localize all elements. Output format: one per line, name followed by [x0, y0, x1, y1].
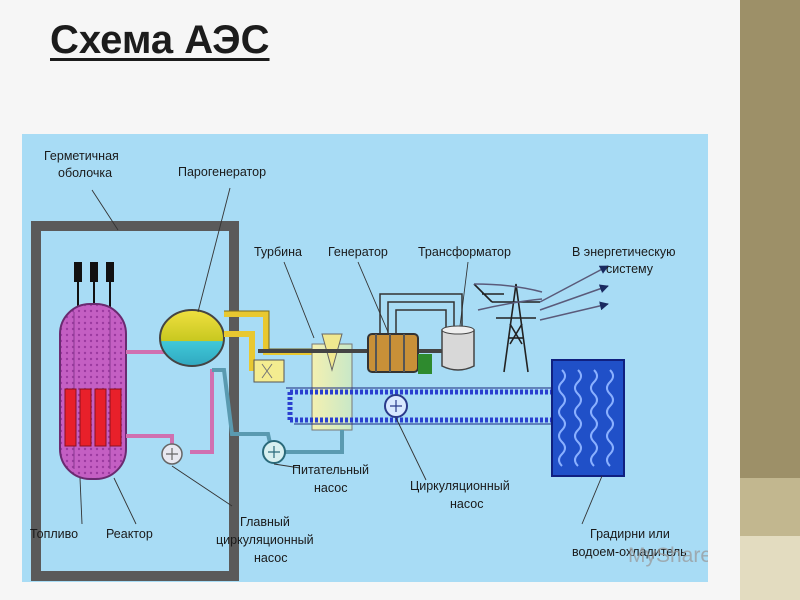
npp-diagram: Герметичная оболочка Парогенератор Турби… — [22, 134, 708, 582]
label-cooling-line1: Градирни или — [590, 527, 670, 541]
label-reactor: Реактор — [106, 527, 153, 541]
watermark-text: MyShared — [628, 544, 708, 567]
label-cooling-line2: водоем-охладитель — [572, 545, 687, 559]
label-main-pump-line2: циркуляционный — [216, 533, 314, 547]
slide-side-accent-light — [740, 536, 800, 600]
label-steam-generator: Парогенератор — [178, 165, 266, 179]
label-containment-line1: Герметичная — [44, 149, 119, 163]
slide-side-accent — [740, 478, 800, 536]
label-generator: Генератор — [328, 245, 388, 259]
energy-system-lines — [473, 265, 609, 321]
fuel-rods — [64, 388, 122, 447]
label-transformer: Трансформатор — [418, 245, 511, 259]
label-fuel: Топливо — [30, 527, 78, 541]
main-circulation-pump — [161, 443, 183, 465]
diagram-background — [22, 134, 708, 582]
label-turbine: Турбина — [254, 245, 302, 259]
generator — [367, 333, 432, 374]
steam-generator — [159, 309, 225, 367]
transformer — [441, 325, 475, 371]
label-circulation-pump-line2: насос — [450, 497, 483, 511]
feed-pump — [262, 440, 286, 464]
containment-building — [31, 221, 239, 581]
condenser — [551, 359, 625, 477]
circulation-pump — [384, 394, 408, 418]
feed-water-loop — [212, 368, 344, 454]
label-containment-line2: оболочка — [58, 166, 112, 180]
label-main-pump-line1: Главный — [240, 515, 290, 529]
cooling-water-loop — [287, 389, 552, 423]
label-energy-system-line2: систему — [606, 262, 654, 276]
leader-lines — [79, 187, 603, 525]
label-feed-pump-line2: насос — [314, 481, 347, 495]
label-circulation-pump-line1: Циркуляционный — [410, 479, 510, 493]
turbine — [253, 333, 442, 431]
label-energy-system-line1: В энергетическую — [572, 245, 675, 259]
label-main-pump-line3: насос — [254, 551, 287, 565]
slide-title: Схема АЭС — [50, 18, 270, 62]
label-feed-pump-line1: Питательный — [292, 463, 369, 477]
